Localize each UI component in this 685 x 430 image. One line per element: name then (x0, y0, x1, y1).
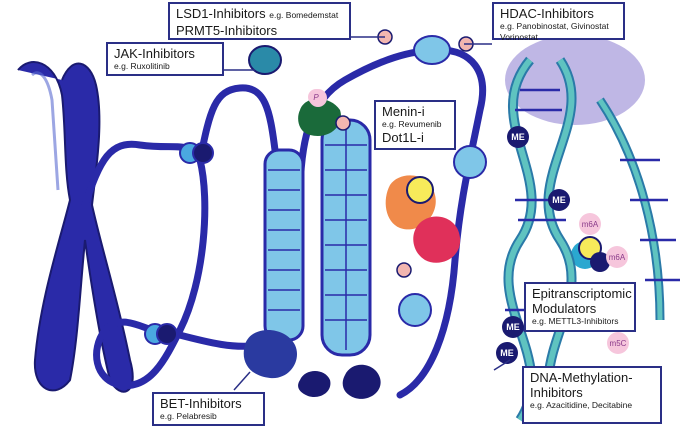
m5c-mark: m5C (610, 339, 627, 348)
me-mark-2: ME (552, 195, 566, 205)
bet-example: e.g. Pelabresib (160, 411, 217, 421)
chromosome (17, 61, 134, 393)
bet-title: BET-Inhibitors (160, 396, 242, 411)
hdac-example-2: Vorinostat (500, 32, 538, 42)
hdac-example-1: e.g. Panobinostat, Givinostat (500, 21, 609, 31)
phospho-mark: P (313, 93, 319, 102)
nucleosomes (144, 35, 487, 345)
jak-title: JAK-Inhibitors (114, 46, 195, 61)
epi-title-1: Epitranscriptomic (532, 286, 632, 301)
dna-helix (503, 35, 680, 423)
epi-example: e.g. METTL3-Inhibitors (532, 316, 619, 326)
prmt5-title: PRMT5-Inhibitors (176, 23, 278, 38)
menin-title: Menin-i (382, 104, 425, 119)
epi-title-2: Modulators (532, 301, 597, 316)
nucleosome-stack-left (263, 148, 305, 342)
hdac-box: HDAC-Inhibitors e.g. Panobinostat, Givin… (492, 2, 625, 42)
lsd1-example: e.g. Bomedemstat (269, 10, 339, 20)
dna-methylation-box: DNA-Methylation- Inhibitors e.g. Azaciti… (522, 366, 662, 424)
nucleosome-stack-right (320, 118, 372, 357)
m6a-mark-2: m6A (609, 253, 626, 262)
me-mark-4: ME (500, 348, 514, 358)
me-mark-3: ME (506, 322, 520, 332)
rna-marks: m6A m6A m5C P (308, 89, 629, 354)
dna-example: e.g. Azacitidine, Decitabine (530, 400, 633, 410)
proteins (243, 45, 610, 399)
hdac-title: HDAC-Inhibitors (500, 6, 594, 21)
menin-example: e.g. Revumenib (382, 119, 442, 129)
lsd1-title: LSD1-Inhibitors (176, 6, 266, 21)
jak-example: e.g. Ruxolitinib (114, 61, 170, 71)
bet-box: BET-Inhibitors e.g. Pelabresib (152, 392, 265, 426)
dot1l-title: Dot1L-i (382, 130, 424, 145)
epitranscriptomic-box: Epitranscriptomic Modulators e.g. METTL3… (524, 282, 636, 332)
dna-title-2: Inhibitors (530, 385, 583, 400)
jak-box: JAK-Inhibitors e.g. Ruxolitinib (106, 42, 224, 76)
me-mark-1: ME (511, 132, 525, 142)
menin-dot1l-box: Menin-i e.g. Revumenib Dot1L-i (374, 100, 456, 150)
leader-lines (224, 36, 511, 391)
me-marks: ME ME ME ME (496, 126, 570, 364)
lsd1-prmt5-box: LSD1-Inhibitors e.g. Bomedemstat PRMT5-I… (168, 2, 351, 40)
dna-title-1: DNA-Methylation- (530, 370, 633, 385)
m6a-mark-1: m6A (582, 220, 599, 229)
